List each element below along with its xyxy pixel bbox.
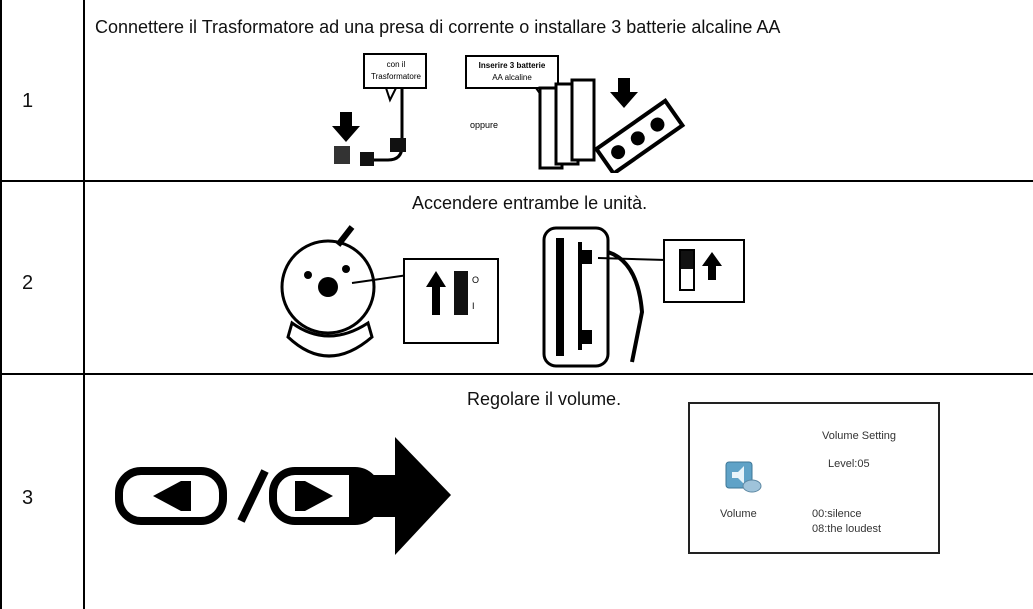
battery-callout-text: AA alcaline bbox=[492, 73, 532, 82]
step-number: 1 bbox=[22, 90, 34, 112]
arrow-up-icon bbox=[426, 271, 446, 315]
table-column-divider bbox=[83, 0, 85, 609]
row-1-bottom-border bbox=[0, 180, 1033, 182]
step-number: 3 bbox=[22, 487, 34, 509]
or-label: oppure bbox=[470, 120, 498, 130]
volume-icon bbox=[725, 461, 762, 493]
camera-power-switch-illustration: O I bbox=[280, 225, 499, 358]
arrow-up-icon bbox=[702, 252, 722, 280]
row-2-bottom-border bbox=[0, 373, 1033, 375]
panel-level: Level:05 bbox=[828, 458, 870, 470]
step-number: 2 bbox=[22, 272, 34, 294]
svg-text:O: O bbox=[472, 275, 479, 285]
adapter-callout-text: Trasformatore bbox=[371, 72, 421, 81]
left-arrow-icon bbox=[153, 481, 181, 511]
big-right-arrow-icon bbox=[349, 437, 451, 555]
panel-max: 08:the loudest bbox=[812, 523, 882, 535]
arrow-down-icon bbox=[332, 112, 360, 142]
step-caption: Connettere il Trasformatore ad una presa… bbox=[95, 17, 781, 37]
volume-buttons-illustration bbox=[115, 437, 451, 555]
adapter-callout-text: con il bbox=[387, 60, 406, 69]
battery-pack-icon bbox=[593, 98, 686, 173]
panel-label: Volume bbox=[720, 508, 757, 520]
battery-compartment-icon bbox=[538, 78, 596, 170]
monitor-power-switch-illustration bbox=[542, 226, 745, 368]
panel-min: 00:silence bbox=[812, 508, 862, 520]
step-caption: Accendere entrambe le unità. bbox=[412, 193, 648, 213]
panel-title: Volume Setting bbox=[822, 430, 896, 442]
right-arrow-icon bbox=[305, 481, 333, 511]
step-caption: Regolare il volume. bbox=[467, 389, 622, 409]
svg-text:I: I bbox=[472, 301, 475, 311]
power-connection-illustration: con il Trasformatore oppure Inserire 3 b… bbox=[332, 53, 686, 173]
table-left-border bbox=[0, 0, 2, 609]
arrow-down-icon bbox=[610, 78, 638, 108]
battery-callout-text: Inserire 3 batterie bbox=[479, 61, 546, 70]
volume-setting-screen: Volume Setting Level:05 Volume 00:silenc… bbox=[688, 402, 940, 554]
